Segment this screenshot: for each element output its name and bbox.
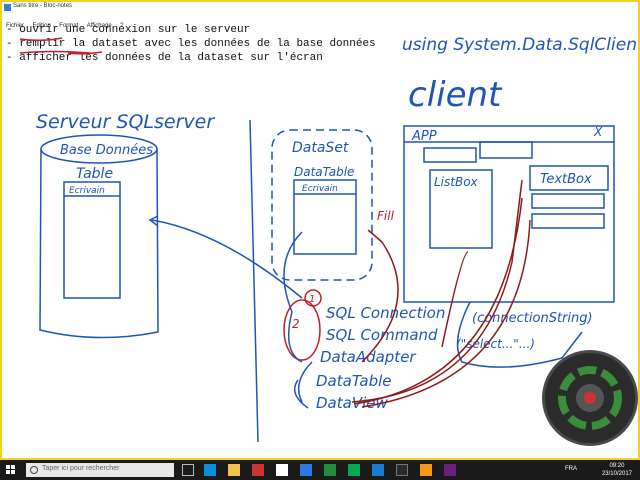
sql-command: SQL Command [326, 326, 438, 344]
app-close: X [593, 125, 603, 139]
clock-date: 23/10/2017 [601, 471, 632, 477]
text-line: - remplir la dataset avec les données de… [6, 38, 376, 50]
menu-format[interactable]: Format [59, 23, 79, 29]
language-indicator[interactable]: FRA [565, 466, 577, 472]
explorer-icon[interactable] [228, 464, 240, 476]
menu-affichage[interactable]: Affichage [86, 23, 112, 29]
excel-icon[interactable] [324, 464, 336, 476]
window-title: Sans titre - Bloc-notes [13, 3, 73, 9]
datatable-label: DataTable [294, 165, 354, 179]
app-window-sketch [403, 125, 615, 303]
menu-fichier[interactable]: Fichier [6, 23, 25, 29]
fill-label: Fill [377, 209, 395, 223]
table-label: Table [76, 166, 113, 182]
ink-drawing: using System.Data.SqlClient client Serve… [19, 35, 638, 443]
title-bar: Sans titre - Bloc-notes [2, 2, 638, 14]
menu-help[interactable]: ? [120, 23, 124, 29]
app-label: APP [411, 129, 437, 144]
connection-string: (connectionString) [472, 311, 593, 326]
visual-studio-icon[interactable] [444, 464, 456, 476]
step-2: 2 [292, 317, 300, 331]
ink-tool-wheel[interactable] [542, 350, 638, 446]
text-editor[interactable]: - ouvrir une connexion sur le serveur - … [2, 24, 638, 458]
paint-icon[interactable] [420, 464, 432, 476]
data-view: DataView [316, 394, 388, 412]
text-line: - afficher les données de la dataset sur… [6, 52, 323, 64]
table-row-label: Ecrivain [69, 186, 105, 196]
task-view-icon[interactable] [182, 464, 194, 476]
clock-time: 09:20 [609, 463, 625, 469]
chrome-icon[interactable] [348, 464, 360, 476]
data-table: DataTable [316, 372, 392, 390]
store-icon[interactable] [276, 464, 288, 476]
select-query: ("select..."...) [456, 337, 535, 351]
search-icon [30, 466, 38, 474]
text-line: - ouvrir une connexion sur le serveur [6, 24, 251, 36]
using-directive: using System.Data.SqlClient [402, 35, 638, 55]
notepad-task-icon[interactable] [396, 464, 408, 476]
dataset-box [271, 129, 373, 281]
start-button[interactable] [6, 465, 16, 475]
client-label: client [408, 75, 503, 115]
textbox-label: TextBox [540, 172, 592, 187]
dataset-label: DataSet [292, 140, 349, 156]
app-icon[interactable] [252, 464, 264, 476]
notepad-icon [4, 4, 11, 11]
data-adapter: DataAdapter [320, 348, 416, 366]
menu-edition[interactable]: Edition [32, 23, 51, 29]
table-box [63, 181, 121, 299]
notepad-window: Sans titre - Bloc-notes Fichier Edition … [0, 0, 640, 460]
menu-bar: Fichier Edition Format Affichage ? [2, 14, 638, 29]
server-label: Serveur SQLserver [36, 111, 215, 133]
pen-palette-icon [558, 366, 622, 430]
step-1: 1 [309, 294, 315, 305]
dataset-row-label: Ecrivain [302, 184, 338, 194]
taskbar: Taper ici pour rechercher FRA 09:20 23/1… [0, 460, 640, 480]
database-label: Base Données [60, 143, 153, 158]
word-icon[interactable] [300, 464, 312, 476]
clock[interactable]: 09:20 23/10/2017 [602, 462, 632, 478]
search-placeholder: Taper ici pour rechercher [42, 465, 120, 472]
sql-connection: SQL Connection [326, 304, 445, 322]
edge-icon[interactable] [204, 464, 216, 476]
outlook-icon[interactable] [372, 464, 384, 476]
listbox-label: ListBox [434, 175, 479, 189]
taskbar-search[interactable]: Taper ici pour rechercher [26, 463, 174, 477]
